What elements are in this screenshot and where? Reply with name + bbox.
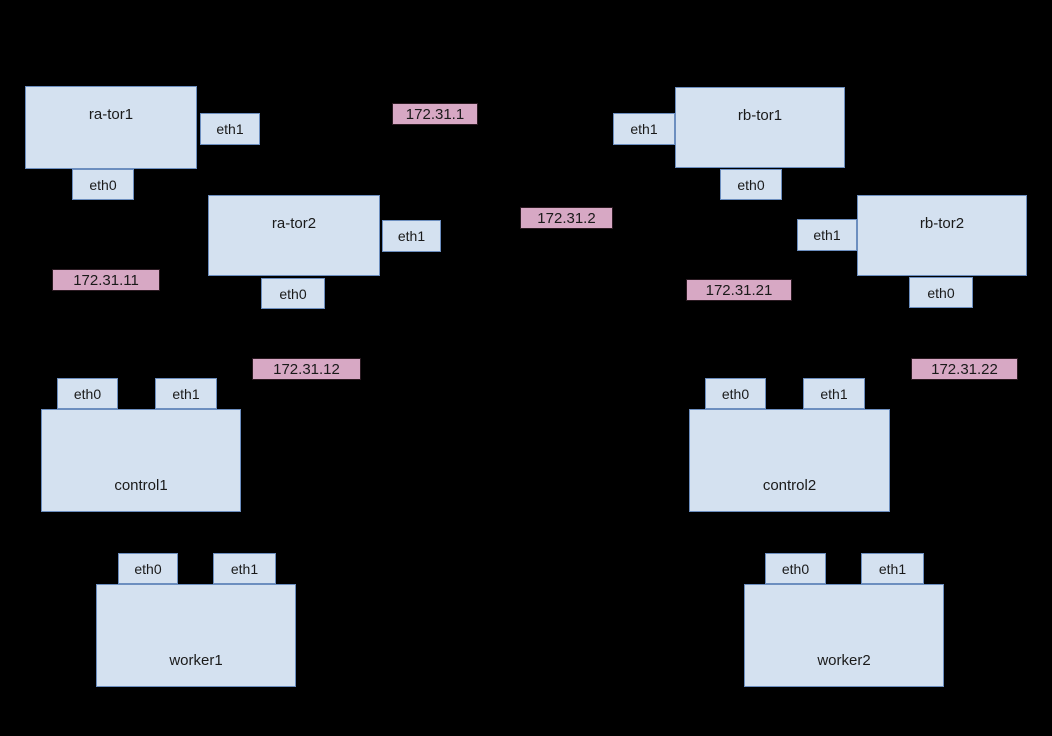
node-rb-tor2[interactable]: rb-tor2 <box>857 195 1027 276</box>
port-label: eth1 <box>820 385 848 402</box>
port-ra-tor1-eth0[interactable]: eth0 <box>72 169 134 200</box>
port-worker2-eth0[interactable]: eth0 <box>765 553 826 584</box>
node-label: control1 <box>114 477 168 494</box>
port-label: eth0 <box>134 560 162 577</box>
node-label: rb-tor2 <box>919 215 965 232</box>
node-rb-tor1[interactable]: rb-tor1 <box>675 87 845 168</box>
subnet-label-ip-172-31-22[interactable]: 172.31.22 <box>911 358 1018 380</box>
node-label: worker1 <box>169 652 223 669</box>
port-ra-tor2-eth0[interactable]: eth0 <box>261 278 325 309</box>
port-label: eth1 <box>397 228 426 244</box>
port-label: eth0 <box>721 385 750 402</box>
node-label: control2 <box>762 477 817 494</box>
port-control2-eth1[interactable]: eth1 <box>803 378 865 409</box>
node-worker1[interactable]: worker1 <box>96 584 296 687</box>
port-ra-tor2-eth1[interactable]: eth1 <box>382 220 441 252</box>
port-worker1-eth0[interactable]: eth0 <box>118 553 178 584</box>
node-label: ra-tor1 <box>88 106 134 123</box>
port-rb-tor2-eth0[interactable]: eth0 <box>909 277 973 308</box>
port-label: eth1 <box>230 560 259 577</box>
node-ra-tor2[interactable]: ra-tor2 <box>208 195 380 276</box>
subnet-label-text: 172.31.1 <box>405 105 465 123</box>
port-label: eth1 <box>172 385 200 402</box>
port-ra-tor1-eth1[interactable]: eth1 <box>200 113 260 145</box>
port-label: eth1 <box>630 121 658 137</box>
port-worker1-eth1[interactable]: eth1 <box>213 553 276 584</box>
port-worker2-eth1[interactable]: eth1 <box>861 553 924 584</box>
port-control1-eth0[interactable]: eth0 <box>57 378 118 409</box>
port-rb-tor1-eth0[interactable]: eth0 <box>720 169 782 200</box>
subnet-label-ip-172-31-11[interactable]: 172.31.11 <box>52 269 160 291</box>
node-label: worker2 <box>817 652 871 669</box>
subnet-label-ip-172-31-21[interactable]: 172.31.21 <box>686 279 792 301</box>
node-worker2[interactable]: worker2 <box>744 584 944 687</box>
port-label: eth0 <box>89 176 117 193</box>
subnet-label-ip-172-31-12[interactable]: 172.31.12 <box>252 358 361 380</box>
port-label: eth1 <box>813 227 841 243</box>
port-label: eth0 <box>927 284 955 301</box>
node-ra-tor1[interactable]: ra-tor1 <box>25 86 197 169</box>
node-control2[interactable]: control2 <box>689 409 890 512</box>
subnet-label-ip-172-31-2[interactable]: 172.31.2 <box>520 207 613 229</box>
port-label: eth0 <box>737 176 765 193</box>
port-label: eth0 <box>279 285 307 302</box>
node-label: ra-tor2 <box>271 215 317 232</box>
subnet-label-text: 172.31.2 <box>537 209 596 227</box>
subnet-label-text: 172.31.22 <box>931 360 998 378</box>
port-label: eth0 <box>73 385 102 402</box>
port-rb-tor1-eth1[interactable]: eth1 <box>613 113 675 145</box>
node-control1[interactable]: control1 <box>41 409 241 512</box>
node-label: rb-tor1 <box>737 107 783 124</box>
subnet-label-text: 172.31.21 <box>705 281 773 299</box>
port-label: eth0 <box>781 560 810 577</box>
subnet-label-text: 172.31.12 <box>273 360 340 378</box>
port-rb-tor2-eth1[interactable]: eth1 <box>797 219 857 251</box>
port-control2-eth0[interactable]: eth0 <box>705 378 766 409</box>
subnet-label-text: 172.31.11 <box>73 271 139 289</box>
port-control1-eth1[interactable]: eth1 <box>155 378 217 409</box>
port-label: eth1 <box>216 121 244 137</box>
subnet-label-ip-172-31-1[interactable]: 172.31.1 <box>392 103 478 125</box>
port-label: eth1 <box>878 560 907 577</box>
